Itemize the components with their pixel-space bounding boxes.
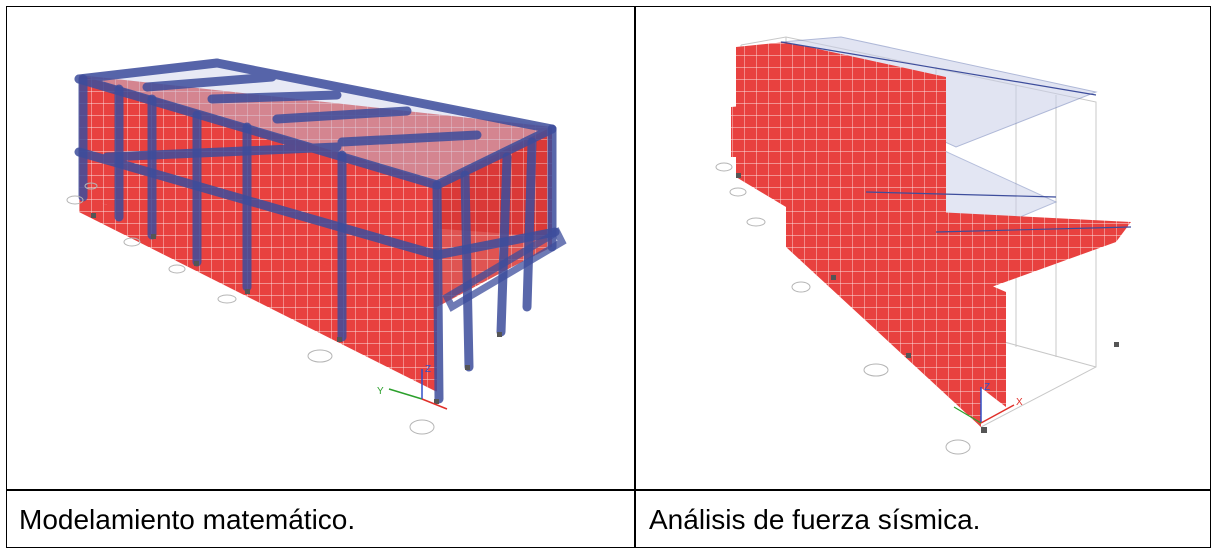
- wall-lower: [786, 207, 981, 427]
- table-row-divider: [7, 489, 1210, 491]
- wall-right: [936, 212, 1131, 307]
- axis-triad-right: Z X: [953, 382, 1023, 424]
- wall-back: [736, 42, 786, 207]
- svg-text:X: X: [1016, 397, 1023, 408]
- svg-text:Y: Y: [377, 386, 384, 397]
- figure-table: Y Z: [6, 6, 1211, 548]
- table-column-divider: [634, 7, 636, 547]
- axis-triad-left: Y Z: [377, 364, 448, 410]
- wall-top-right: [936, 77, 946, 157]
- caption-right: Análisis de fuerza sísmica.: [649, 504, 981, 535]
- caption-left: Modelamiento matemático.: [19, 504, 356, 535]
- seismic-analysis-image: Z X: [636, 7, 1210, 489]
- structural-model-image: Y Z: [7, 7, 634, 489]
- wall-mid: [866, 147, 936, 257]
- svg-text:Z: Z: [984, 382, 990, 393]
- svg-text:Z: Z: [425, 364, 431, 375]
